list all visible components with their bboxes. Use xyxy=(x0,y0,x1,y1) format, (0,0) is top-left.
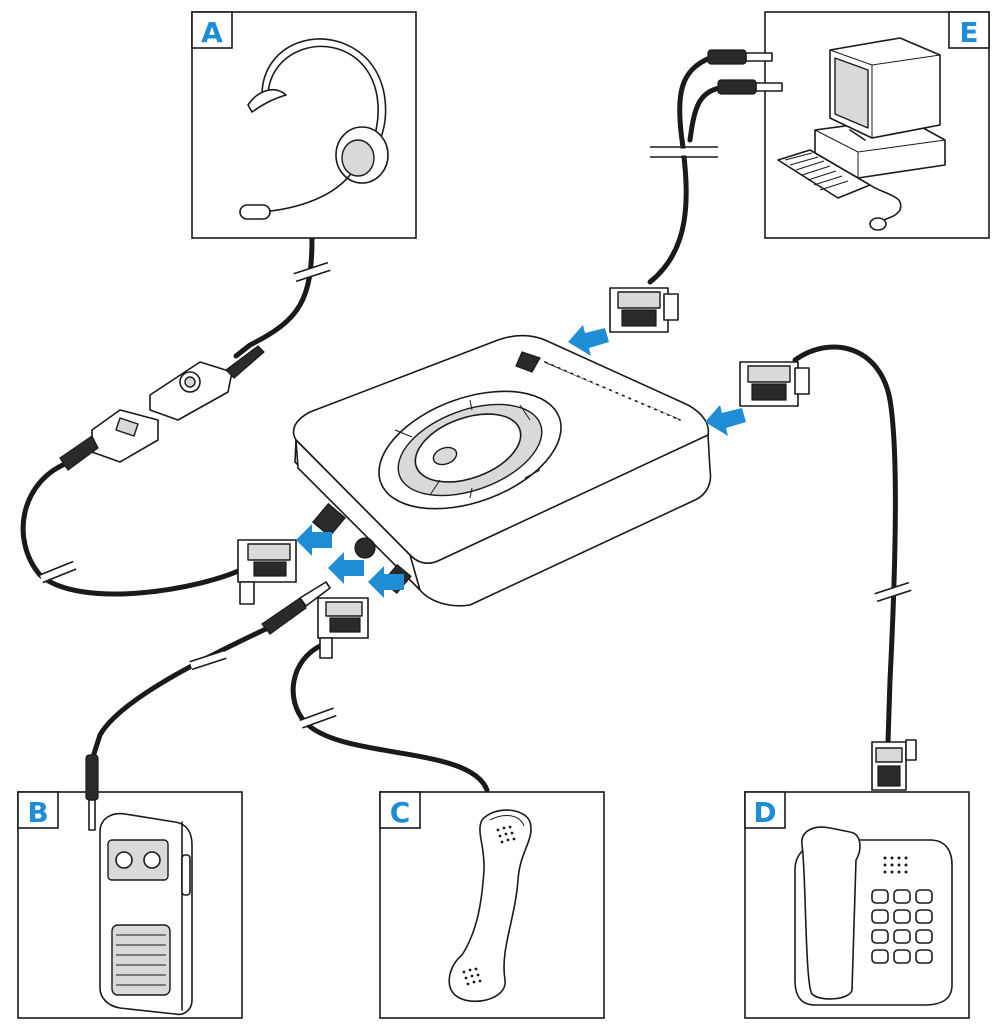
computer-icon xyxy=(777,37,946,231)
panel-a-label: A xyxy=(201,16,223,49)
audio-switch-box-icon xyxy=(292,334,712,607)
rj-plug-c xyxy=(317,597,369,659)
panel-b-label: B xyxy=(27,796,48,829)
insertion-arrows xyxy=(296,325,746,598)
panel-e-label: E xyxy=(959,16,978,49)
rj-plug-d xyxy=(871,739,917,791)
panel-d-label-box xyxy=(744,791,786,829)
arrow-d xyxy=(705,405,746,436)
headset-icon xyxy=(239,38,389,220)
cable-cut-marks xyxy=(39,146,912,729)
panel-e-label-box xyxy=(948,11,990,49)
jack-plugs-e xyxy=(707,49,783,95)
cable-d xyxy=(792,344,898,745)
quick-disconnect-a xyxy=(59,345,265,471)
cable-b xyxy=(89,625,271,763)
desk-telephone-icon xyxy=(794,826,953,1006)
dictation-recorder-icon xyxy=(99,812,193,1016)
panel-b-label-box xyxy=(17,791,59,829)
hub xyxy=(292,334,712,607)
panel-d-label: D xyxy=(753,796,776,829)
cables xyxy=(20,55,898,793)
cable-e xyxy=(647,55,713,285)
arrow-c xyxy=(368,566,404,598)
cable-a-upper xyxy=(233,235,315,359)
panel-b: B xyxy=(17,754,243,1019)
rj-plug-a xyxy=(237,539,297,605)
rj-plug-d-hub xyxy=(739,361,810,407)
panel-a: A xyxy=(191,11,417,239)
jack-plug-b xyxy=(85,754,99,831)
cable-e2 xyxy=(687,85,723,143)
panel-c-label-box xyxy=(379,791,421,829)
panel-c-label: C xyxy=(390,796,411,829)
telephone-handset-icon xyxy=(448,809,532,1003)
rj-plug-e-hub xyxy=(609,287,679,333)
panel-e: E xyxy=(764,11,990,239)
arrow-e xyxy=(568,325,609,356)
cable-c xyxy=(290,642,490,793)
arrow-a xyxy=(296,524,332,556)
panel-c: C xyxy=(379,791,605,1019)
jack-plug-hub xyxy=(261,581,331,635)
arrow-b xyxy=(328,552,364,584)
panel-d: D xyxy=(744,739,970,1019)
panel-a-label-box xyxy=(191,11,233,49)
